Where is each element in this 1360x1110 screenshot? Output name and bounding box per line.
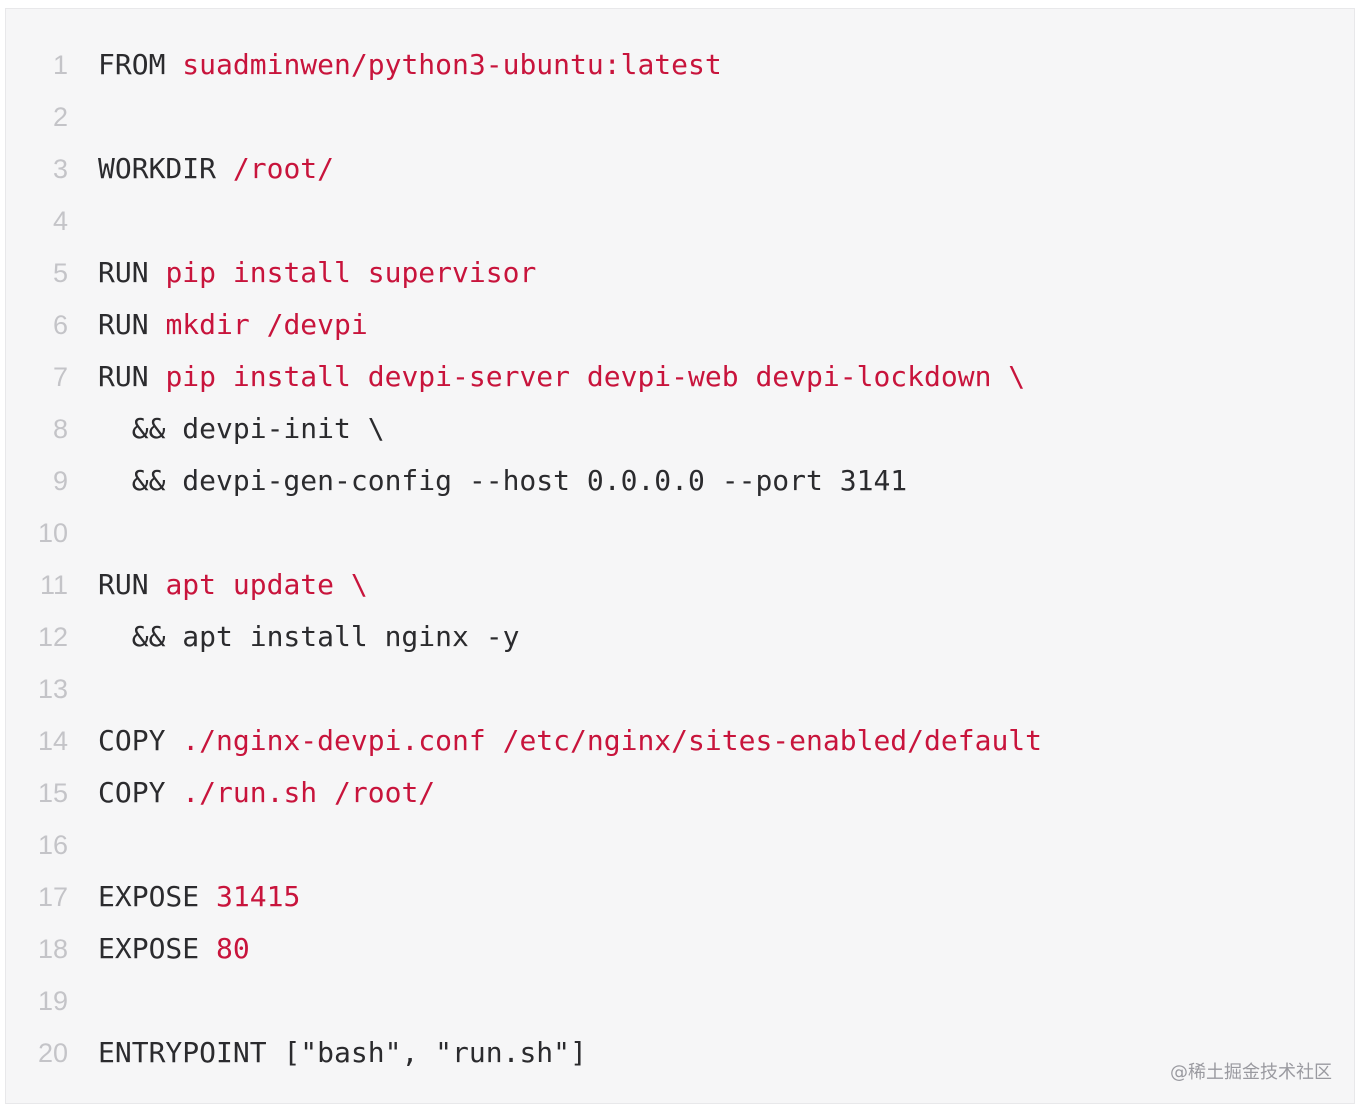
instruction-argument: ./nginx-devpi.conf /etc/nginx/sites-enab… — [182, 724, 1043, 757]
line-number: 17 — [37, 882, 68, 912]
line-number: 15 — [37, 778, 68, 808]
line-number: 19 — [37, 986, 68, 1016]
code-line: 20 ENTRYPOINT ["bash", "run.sh"] — [6, 1027, 1354, 1079]
separator — [165, 48, 182, 81]
code-line: 9 && devpi-gen-config --host 0.0.0.0 --p… — [6, 455, 1354, 507]
instruction-keyword: ENTRYPOINT — [98, 1036, 267, 1069]
code-text: RUN pip install supervisor — [98, 247, 536, 299]
plain-code: && devpi-init \ — [98, 412, 385, 445]
instruction-argument: suadminwen/python3-ubuntu:latest — [182, 48, 722, 81]
code-line: 3 WORKDIR /root/ — [6, 143, 1354, 195]
watermark: @稀土掘金技术社区 — [1170, 1062, 1332, 1083]
code-line: 1 FROM suadminwen/python3-ubuntu:latest — [6, 39, 1354, 91]
line-number: 2 — [52, 102, 68, 132]
instruction-keyword: RUN — [98, 256, 149, 289]
code-line: 11 RUN apt update \ — [6, 559, 1354, 611]
plain-code: && devpi-gen-config --host 0.0.0.0 --por… — [98, 464, 908, 497]
instruction-keyword: WORKDIR — [98, 152, 217, 185]
code-line: 2 — [6, 91, 1354, 143]
line-number: 6 — [52, 310, 68, 340]
code-line: 13 — [6, 663, 1354, 715]
code-line: 17 EXPOSE 31415 — [6, 871, 1354, 923]
line-number: 4 — [52, 206, 68, 236]
instruction-keyword: RUN — [98, 360, 149, 393]
line-number: 11 — [39, 570, 68, 600]
code-line: 5 RUN pip install supervisor — [6, 247, 1354, 299]
separator — [149, 308, 166, 341]
instruction-keyword: COPY — [98, 724, 166, 757]
separator — [165, 724, 182, 757]
instruction-argument: pip install supervisor — [165, 256, 537, 289]
separator — [149, 256, 166, 289]
code-line: 19 — [6, 975, 1354, 1027]
separator — [199, 880, 216, 913]
code-line: 16 — [6, 819, 1354, 871]
line-number: 12 — [37, 622, 68, 652]
code-line: 14 COPY ./nginx-devpi.conf /etc/nginx/sit… — [6, 715, 1354, 767]
instruction-keyword: COPY — [98, 776, 166, 809]
plain-code: && apt install nginx -y — [98, 620, 520, 653]
code-line: 6 RUN mkdir /devpi — [6, 299, 1354, 351]
line-number: 16 — [37, 830, 68, 860]
line-number: 1 — [52, 50, 68, 80]
line-number: 14 — [37, 726, 68, 756]
code-lines: 1 FROM suadminwen/python3-ubuntu:latest 2 3… — [6, 39, 1354, 1079]
code-text: FROM suadminwen/python3-ubuntu:latest — [98, 39, 722, 91]
separator — [199, 932, 216, 965]
instruction-argument: apt update \ — [165, 568, 368, 601]
code-text: EXPOSE 31415 — [98, 871, 300, 923]
instruction-argument: ./run.sh /root/ — [182, 776, 436, 809]
line-number: 9 — [52, 466, 68, 496]
plain-code: ["bash", "run.sh"] — [283, 1036, 587, 1069]
code-text: RUN apt update \ — [98, 559, 368, 611]
code-block: 1 FROM suadminwen/python3-ubuntu:latest 2 3… — [5, 8, 1355, 1104]
code-line: 15 COPY ./run.sh /root/ — [6, 767, 1354, 819]
code-text: RUN mkdir /devpi — [98, 299, 368, 351]
line-number: 10 — [37, 518, 68, 548]
instruction-argument: 80 — [216, 932, 250, 965]
code-text: && apt install nginx -y — [98, 611, 520, 663]
code-line: 7 RUN pip install devpi-server devpi-web … — [6, 351, 1354, 403]
code-text: && devpi-gen-config --host 0.0.0.0 --por… — [98, 455, 907, 507]
separator — [149, 568, 166, 601]
code-text: COPY ./run.sh /root/ — [98, 767, 435, 819]
line-number: 3 — [52, 154, 68, 184]
separator — [149, 360, 166, 393]
instruction-keyword: EXPOSE — [98, 880, 200, 913]
code-text: WORKDIR /root/ — [98, 143, 334, 195]
instruction-argument: mkdir /devpi — [165, 308, 368, 341]
instruction-argument: pip install devpi-server devpi-web devpi… — [165, 360, 1026, 393]
separator — [267, 1036, 284, 1069]
instruction-keyword: RUN — [98, 308, 149, 341]
code-text: EXPOSE 80 — [98, 923, 250, 975]
line-number: 20 — [37, 1038, 68, 1068]
code-line: 4 — [6, 195, 1354, 247]
line-number: 7 — [52, 362, 68, 392]
code-line: 8 && devpi-init \ — [6, 403, 1354, 455]
line-number: 18 — [37, 934, 68, 964]
code-line: 18 EXPOSE 80 — [6, 923, 1354, 975]
separator — [165, 776, 182, 809]
line-number: 13 — [37, 674, 68, 704]
code-line: 10 — [6, 507, 1354, 559]
line-number: 5 — [52, 258, 68, 288]
instruction-keyword: RUN — [98, 568, 149, 601]
instruction-argument: /root/ — [232, 152, 335, 185]
instruction-argument: 31415 — [216, 880, 301, 913]
code-text: COPY ./nginx-devpi.conf /etc/nginx/sites… — [98, 715, 1042, 767]
instruction-keyword: FROM — [98, 48, 166, 81]
instruction-keyword: EXPOSE — [98, 932, 200, 965]
code-text: && devpi-init \ — [98, 403, 385, 455]
separator — [216, 152, 233, 185]
code-text: RUN pip install devpi-server devpi-web d… — [98, 351, 1025, 403]
line-number: 8 — [52, 414, 68, 444]
code-line: 12 && apt install nginx -y — [6, 611, 1354, 663]
code-text: ENTRYPOINT ["bash", "run.sh"] — [98, 1027, 587, 1079]
